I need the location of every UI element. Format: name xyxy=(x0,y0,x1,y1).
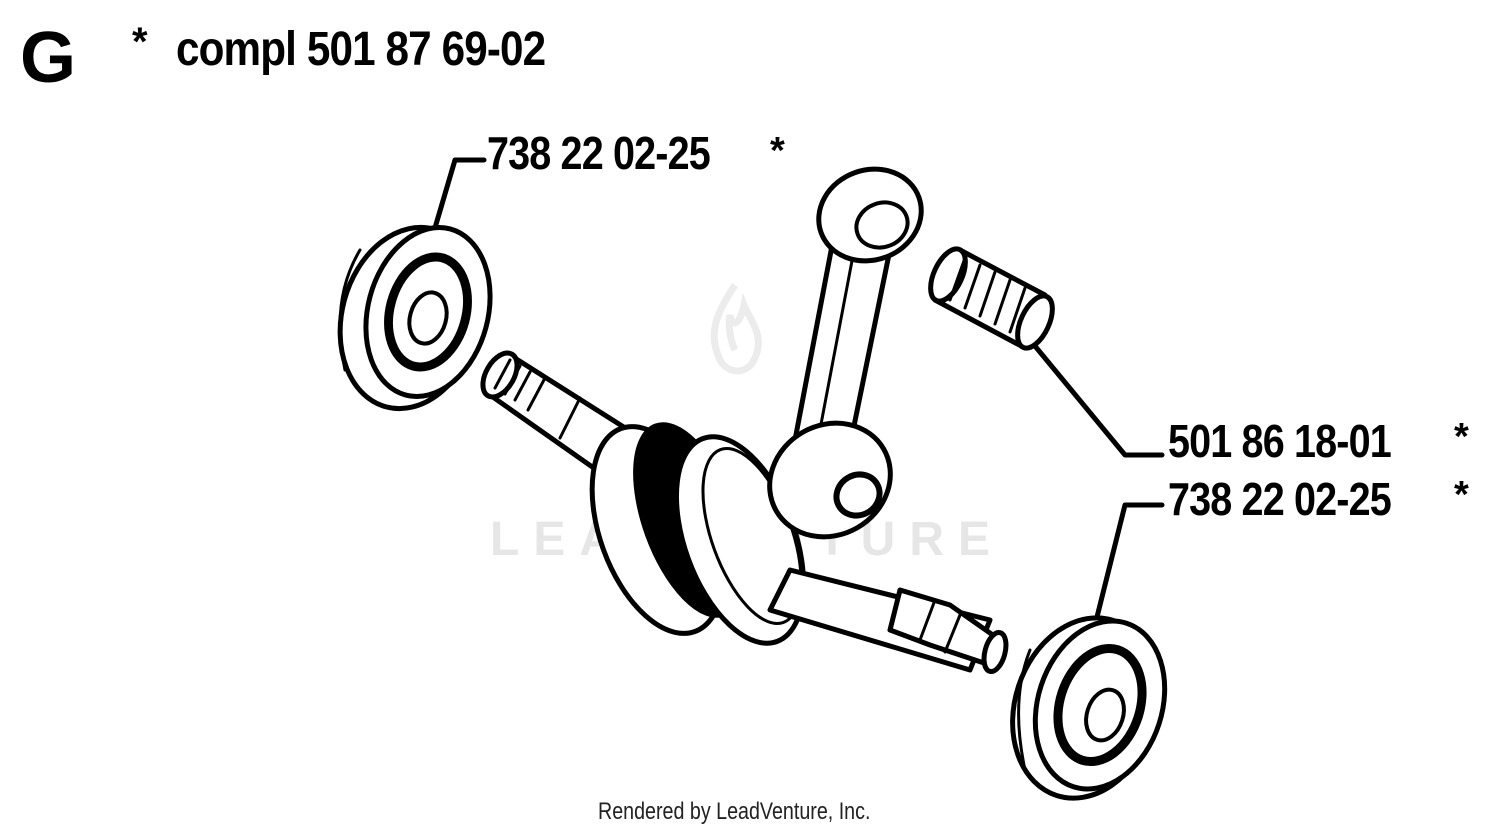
top-bearing-icon xyxy=(337,224,493,412)
connecting-rod-icon xyxy=(767,166,924,540)
needle-bearing-icon xyxy=(928,246,1055,351)
assembly-title: compl 501 87 69-02 xyxy=(176,23,546,76)
bottom-bearing-icon xyxy=(1010,615,1168,801)
callout-bottom-bearing-asterisk: * xyxy=(1454,474,1469,516)
title-asterisk: * xyxy=(132,20,148,64)
callout-top-bearing-asterisk: * xyxy=(770,130,785,172)
callout-needle-bearing-asterisk: * xyxy=(1454,416,1469,458)
footer-credit: Rendered by LeadVenture, Inc. xyxy=(598,798,871,825)
callout-top-bearing-part-number[interactable]: 738 22 02-25 xyxy=(487,127,711,179)
leader-line-needle-bearing xyxy=(1027,337,1165,458)
watermark-flame-icon xyxy=(710,283,762,375)
callout-needle-bearing-part-number[interactable]: 501 86 18-01 xyxy=(1168,415,1392,467)
leader-line-top-bearing xyxy=(429,157,487,241)
leader-line-bottom-bearing xyxy=(1092,502,1165,628)
section-letter: G xyxy=(20,18,77,98)
callout-bottom-bearing-part-number[interactable]: 738 22 02-25 xyxy=(1168,473,1392,525)
right-shaft-icon xyxy=(767,567,1009,674)
